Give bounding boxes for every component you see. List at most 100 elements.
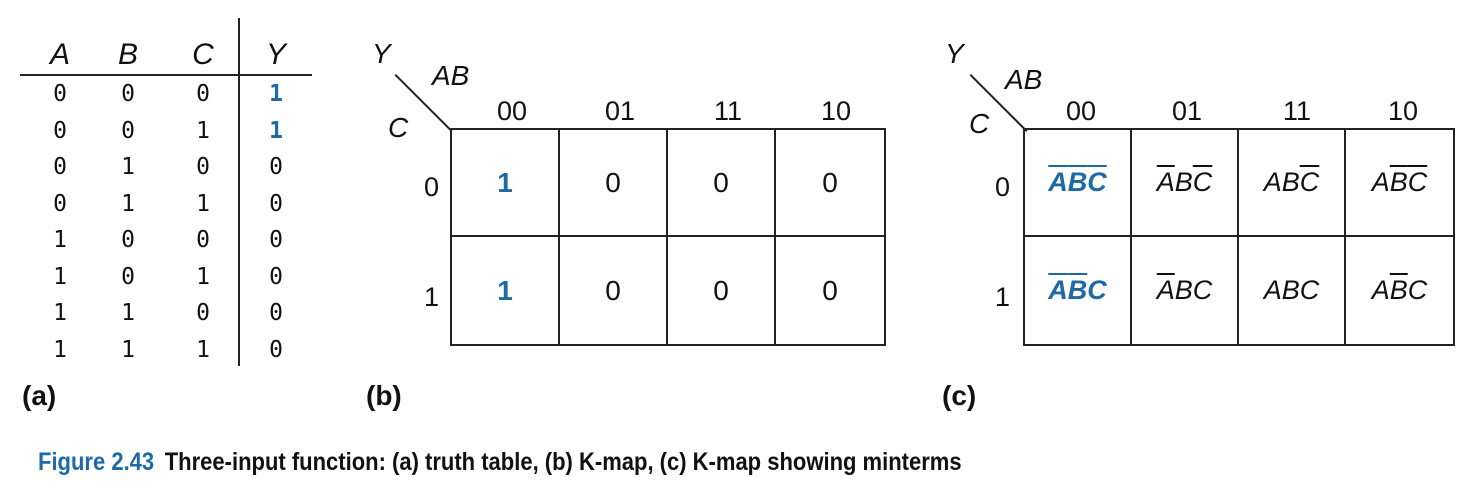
tt-output-cell: 0 <box>269 336 283 363</box>
figure-caption-text: Three-input function: (a) truth table, (… <box>164 448 962 476</box>
literal: A <box>1371 275 1390 305</box>
tt-input-cell: 0 <box>53 117 67 144</box>
kmap-c-row-code: 0 <box>995 172 1011 202</box>
figure-caption: Figure 2.43 Three-input function: (a) tru… <box>38 448 962 477</box>
tt-input-cell: 0 <box>196 300 210 326</box>
kmap-c-cell: ABC <box>1132 130 1239 237</box>
kmap-b-cell: 0 <box>668 130 776 237</box>
minterm-expression: ABC <box>1048 167 1107 198</box>
tt-input-cell: 0 <box>53 154 67 180</box>
kmap-c-cell: ABC <box>1025 130 1132 237</box>
kmap-b-row-code: 0 <box>424 172 440 202</box>
kmap-b-cell: 1 <box>452 130 560 237</box>
kmap-c-col-code: 01 <box>1171 96 1203 126</box>
tt-input-cell: 0 <box>121 117 135 144</box>
kmap-b-output-var: Y <box>372 38 391 69</box>
literal: B <box>1281 275 1300 305</box>
kmap-c-row-code: 1 <box>995 282 1011 312</box>
kmap-b-col-code: 01 <box>604 96 636 126</box>
complemented-literal: C <box>1192 167 1213 197</box>
tt-input-cell: 1 <box>196 336 210 363</box>
tt-input-cell: 1 <box>53 263 67 290</box>
literal: C <box>1299 275 1320 305</box>
kmap-b-row-code: 1 <box>424 282 440 312</box>
minterm-expression: ABC <box>1157 167 1213 198</box>
kmap-c-cell: ABC <box>1346 237 1453 344</box>
tt-input-cell: 0 <box>53 81 67 107</box>
kmap-c-row-var: C <box>969 108 990 139</box>
kmap-b-cell: 0 <box>668 237 776 344</box>
tt-input-cell: 0 <box>196 227 210 253</box>
tt-header-divider <box>20 74 312 76</box>
tt-output-cell: 0 <box>269 300 283 326</box>
complemented-literal: A <box>1048 275 1068 305</box>
kmap-c-cell: ABC <box>1239 237 1346 344</box>
tt-output-cell: 1 <box>269 117 283 144</box>
complemented-literal: A <box>1156 167 1175 197</box>
kmap-c-col-code: 00 <box>1065 96 1097 126</box>
tt-output-divider <box>238 18 240 366</box>
panel-label-c: (c) <box>942 380 977 411</box>
panel-label-a: (a) <box>22 380 57 411</box>
kmap-b-cell: 0 <box>822 274 838 306</box>
kmap-b-col-var: AB <box>432 60 470 91</box>
tt-input-cell: 1 <box>196 190 210 217</box>
complemented-literal: C <box>1299 167 1320 197</box>
tt-input-cell: 0 <box>121 263 135 290</box>
tt-input-cell: 1 <box>53 300 67 326</box>
kmap-b-col-code: 00 <box>496 96 528 126</box>
complemented-literal: C <box>1087 167 1107 197</box>
figure-number: Figure 2.43 <box>38 448 155 476</box>
tt-input-cell: 0 <box>121 227 135 253</box>
literal: A <box>1371 167 1390 197</box>
panel-label-b: (b) <box>366 380 402 411</box>
tt-header-b: B <box>117 38 138 71</box>
tt-input-cell: 0 <box>196 81 210 107</box>
kmap-b-row-var: C <box>388 112 409 143</box>
complemented-literal: B <box>1389 275 1408 305</box>
tt-input-cell: 1 <box>196 263 210 290</box>
tt-input-cell: 1 <box>53 227 67 253</box>
kmap-b-cell: 0 <box>560 237 668 344</box>
kmap-c-cell: ABC <box>1132 237 1239 344</box>
literal: C <box>1087 275 1107 305</box>
tt-header-y: Y <box>265 38 286 71</box>
minterm-expression: ABC <box>1157 275 1213 306</box>
tt-input-cell: 1 <box>196 117 210 144</box>
complemented-literal: B <box>1067 167 1088 197</box>
complemented-literal: B <box>1389 167 1408 197</box>
tt-input-cell: 0 <box>196 154 210 180</box>
kmap-b-cell: 0 <box>776 130 884 237</box>
literal: A <box>1263 275 1282 305</box>
tt-input-cell: 1 <box>121 154 135 180</box>
tt-header-c: C <box>192 38 214 71</box>
minterm-expression: ABC <box>1264 167 1320 198</box>
tt-output-cell: 0 <box>269 154 283 180</box>
kmap-b-col-code: 11 <box>713 96 743 126</box>
literal: B <box>1174 167 1193 197</box>
kmap-b-cell: 1 <box>452 237 560 344</box>
kmap-c-col-code: 10 <box>1387 96 1419 126</box>
tt-input-cell: 1 <box>53 336 67 363</box>
kmap-c-cell: ABC <box>1025 237 1132 344</box>
tt-input-cell: 0 <box>121 81 135 107</box>
literal: B <box>1174 275 1193 305</box>
minterm-expression: ABC <box>1264 275 1320 306</box>
complemented-literal: A <box>1156 275 1175 305</box>
tt-output-cell: 1 <box>269 81 283 107</box>
kmap-c-cell: ABC <box>1346 130 1453 237</box>
tt-input-cell: 1 <box>121 300 135 326</box>
kmap-b-cell: 0 <box>560 130 668 237</box>
kmap-c-col-var: AB <box>1005 64 1043 95</box>
minterm-expression: ABC <box>1372 167 1428 198</box>
tt-input-cell: 0 <box>53 190 67 217</box>
tt-input-cell: 1 <box>121 190 135 217</box>
kmap-c-col-code: 11 <box>1282 96 1312 126</box>
kmap-b-col-code: 10 <box>820 96 852 126</box>
literal: C <box>1407 275 1428 305</box>
literal: C <box>1192 275 1213 305</box>
